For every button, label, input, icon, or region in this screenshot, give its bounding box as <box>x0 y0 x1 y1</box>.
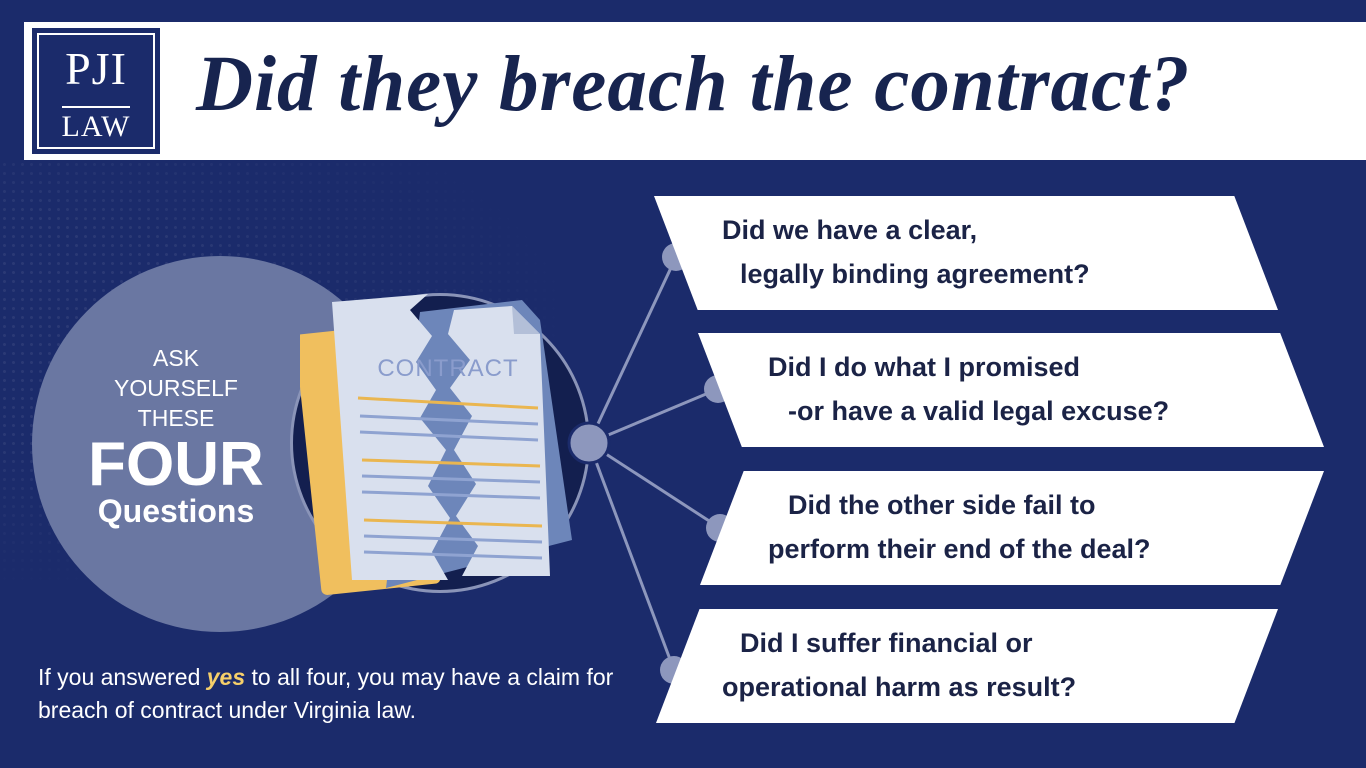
intro-text: ASK YOURSELF THESE FOUR Questions <box>60 343 292 529</box>
question-banner-2: Did I do what I promised -or have a vali… <box>698 333 1324 447</box>
page-title: Did they breach the contract? <box>196 41 1191 128</box>
question-banner-4: Did I suffer financial or operational ha… <box>656 609 1278 723</box>
intro-questions: Questions <box>97 493 255 529</box>
intro-line-ask: ASK <box>152 345 200 371</box>
question-3-line-2: perform their end of the deal? <box>768 534 1151 564</box>
conclusion-text-before: If you answered <box>38 664 207 690</box>
intro-emphasis: FOUR <box>88 430 264 499</box>
intro-line-yourself: YOURSELF <box>114 375 238 401</box>
pji-law-logo: PJI LAW <box>32 28 160 154</box>
header-bar: PJI LAW Did they breach the contract? <box>24 22 1366 160</box>
logo-divider <box>62 106 130 108</box>
conclusion-highlight-yes: yes <box>206 664 246 690</box>
question-3-line-1: Did the other side fail to <box>788 490 1096 520</box>
question-1-line-2: legally binding agreement? <box>740 259 1090 289</box>
question-banner-1: Did we have a clear, legally binding agr… <box>654 196 1278 310</box>
logo-text-top: PJI <box>65 43 127 94</box>
conclusion-text-after: to all four, you may have a claim for br… <box>38 664 614 723</box>
question-2-line-1: Did I do what I promised <box>768 352 1081 382</box>
torn-contract-icon: CONTRACT <box>300 294 572 595</box>
logo-text-bottom: LAW <box>61 110 131 143</box>
intro-line-these: THESE <box>137 405 215 431</box>
question-2-line-2: -or have a valid legal excuse? <box>788 396 1170 426</box>
question-4-line-2: operational harm as result? <box>722 672 1077 702</box>
conclusion-note: If you answered yes to all four, you may… <box>38 661 618 727</box>
question-banner-3: Did the other side fail to perform their… <box>700 471 1324 585</box>
question-1-line-1: Did we have a clear, <box>722 215 978 245</box>
question-4-line-1: Did I suffer financial or <box>740 628 1033 658</box>
document-label: CONTRACT <box>377 355 518 382</box>
